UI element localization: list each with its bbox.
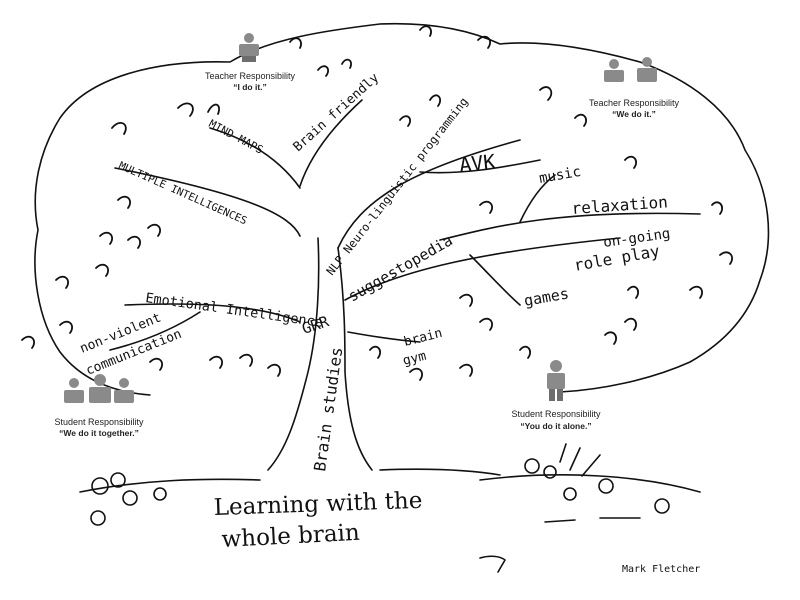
branch-brain-gym: [347, 331, 421, 343]
labels: MIND MAPS Brain friendly MULTIPLE INTELL…: [78, 70, 700, 575]
branch-nonviolent: [109, 311, 201, 351]
label-emotional-intelligence: Emotional Intelligence: [144, 290, 323, 331]
figure-teacher-student-icon: [604, 57, 657, 82]
label-avk: AVK: [458, 149, 496, 177]
branch-nlp: [337, 139, 521, 249]
resp-bottom-left-sub: “We do it together.”: [59, 428, 139, 438]
resp-bottom-right-title: Student Responsibility: [511, 409, 601, 419]
trunk-left: [267, 237, 320, 471]
ground-line: [79, 468, 701, 493]
resp-bottom-right: Student Responsibility “You do it alone.…: [511, 360, 601, 431]
label-games: games: [523, 284, 571, 310]
branch-mind-maps: [209, 127, 301, 189]
resp-top-right-sub: “We do it.”: [612, 109, 656, 119]
figure-group-icon: [64, 374, 134, 403]
bushes: [90, 443, 670, 573]
label-music: music: [538, 164, 582, 187]
label-brain-studies: Brain studies: [310, 346, 346, 473]
branch-emotional-intelligence: [124, 303, 301, 323]
title-line-2: whole brain: [221, 520, 361, 553]
trunk-right: [337, 247, 373, 471]
branch-multiple-intelligences: [114, 167, 301, 237]
resp-bottom-left-title: Student Responsibility: [54, 417, 144, 427]
resp-bottom-left: Student Responsibility “We do it togethe…: [54, 374, 144, 438]
label-gym: gym: [401, 349, 428, 369]
resp-top-right: Teacher Responsibility “We do it.”: [589, 57, 680, 119]
branch-avk: [419, 159, 541, 174]
branch-music-relaxation: [439, 174, 701, 241]
label-brain-friendly: Brain friendly: [291, 70, 383, 155]
branch-suggestopedia: [344, 237, 621, 306]
resp-top-left-title: Teacher Responsibility: [205, 71, 296, 81]
label-multiple-intelligences: MULTIPLE INTELLIGENCES: [117, 160, 249, 228]
title-line-1: Learning with the: [213, 488, 422, 521]
leaf-doodles: [21, 25, 733, 381]
label-brain: brain: [402, 326, 444, 350]
figure-student-icon: [547, 360, 565, 401]
resp-top-left: Teacher Responsibility “I do it.”: [205, 33, 296, 92]
resp-top-left-sub: “I do it.”: [233, 82, 267, 92]
label-mind-maps: MIND MAPS: [207, 117, 266, 156]
resp-top-right-title: Teacher Responsibility: [589, 98, 680, 108]
figure-teacher-icon: [239, 33, 259, 62]
branch-brain-friendly: [299, 99, 363, 187]
signature: Mark Fletcher: [622, 564, 700, 575]
resp-bottom-right-sub: “You do it alone.”: [520, 421, 591, 431]
